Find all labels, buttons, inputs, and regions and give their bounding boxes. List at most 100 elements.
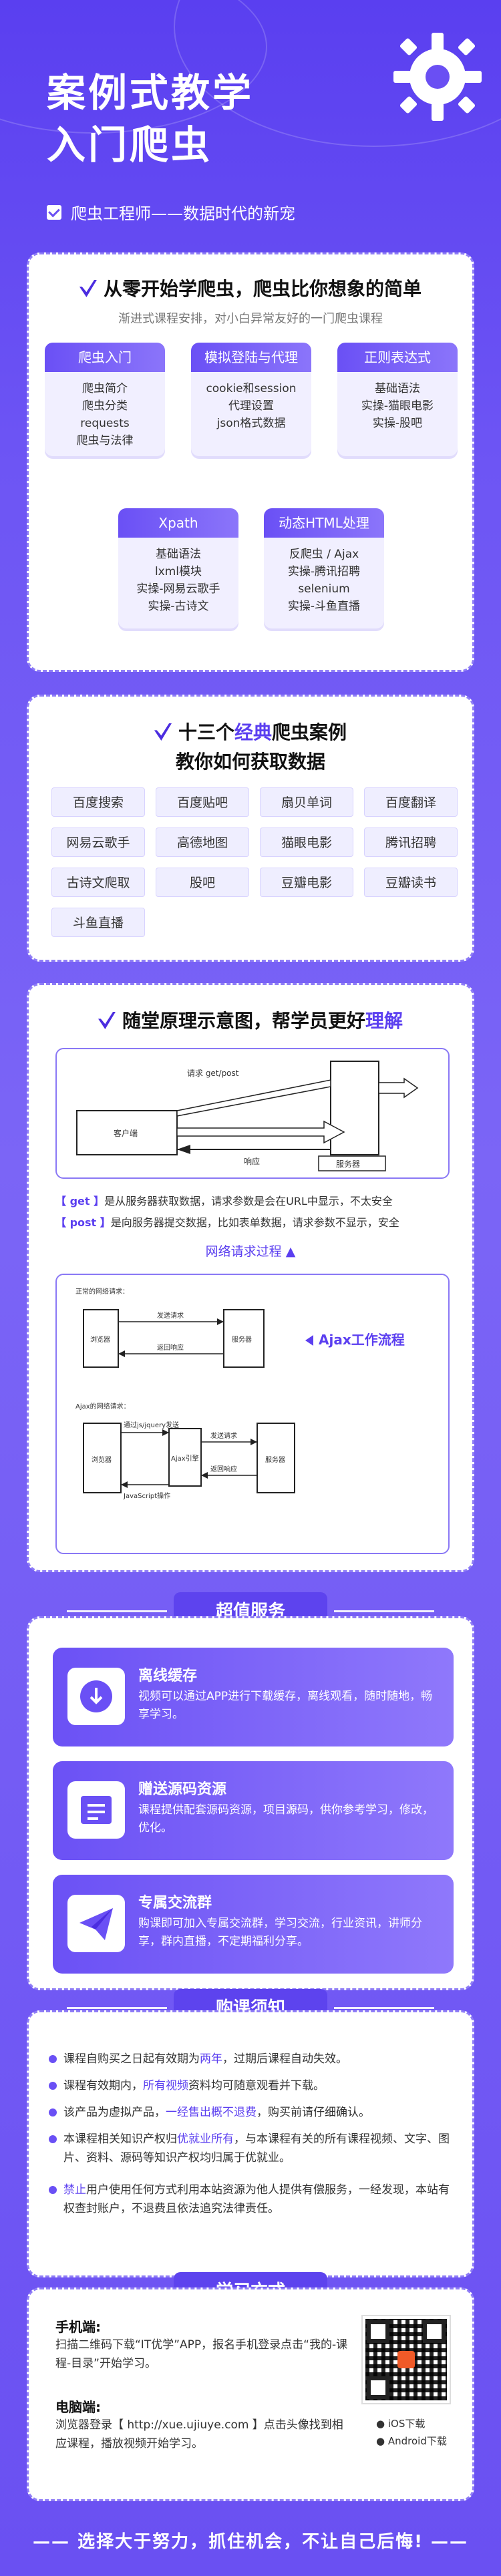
case-item: 扇贝单词 bbox=[260, 787, 353, 817]
topic-item: 基础语法 bbox=[375, 382, 420, 395]
principle-title: 随堂原理示意图，帮学员更好理解 bbox=[29, 1006, 472, 1033]
network-request-title: 网络请求过程 ▲ bbox=[29, 1242, 472, 1260]
pc-label: 电脑端: bbox=[55, 2399, 101, 2415]
hero-title-line1: 案例式教学 bbox=[47, 70, 255, 116]
case-item: 豆瓣读书 bbox=[364, 868, 458, 897]
notice-text: 课程自购买之日起有效期为 bbox=[63, 2052, 200, 2066]
topic-body: 基础语法 lxml模块 实操-网易云歌手 实操-古诗文 bbox=[118, 538, 238, 623]
request-diagram-svg: 请求 get/post 客户端 响应 服务器 bbox=[76, 1061, 419, 1171]
checkbox-icon bbox=[47, 204, 61, 220]
service-name: 专属交流群 bbox=[138, 1895, 212, 1911]
topic-card: 爬虫入门 爬虫简介 爬虫分类 requests 爬虫与法律 bbox=[45, 343, 165, 456]
service-item: 赠送源码资源 课程提供配套源码资源，项目源码，供你参考学习，修改，优化。 bbox=[53, 1761, 454, 1860]
topic-card: 模拟登陆与代理 cookie和session 代理设置 json格式数据 bbox=[191, 343, 311, 456]
service-item: 专属交流群 购课即可加入专属交流群，学习交流，行业资讯，讲师分享，群内直播，不定… bbox=[53, 1875, 454, 1974]
topic-item: cookie和session bbox=[206, 382, 297, 395]
topic-body: 爬虫简介 爬虫分类 requests 爬虫与法律 bbox=[45, 372, 165, 456]
folder-icon bbox=[67, 1781, 125, 1839]
server-label: 服务器 bbox=[265, 1455, 285, 1464]
case-item: 百度翻译 bbox=[364, 787, 458, 817]
app-logo-icon bbox=[397, 2351, 415, 2368]
principle-title-prefix: 随堂原理示意图，帮学员更好 bbox=[122, 1010, 365, 1032]
topic-body: 基础语法 实操-猫眼电影 实操-股吧 bbox=[337, 372, 458, 440]
case-item: 豆瓣电影 bbox=[260, 868, 353, 897]
case-item: 古诗文爬取 bbox=[51, 868, 145, 897]
topic-item: 爬虫分类 bbox=[82, 399, 128, 413]
post-text: 是向服务器提交数据，比如表单数据，请求参数不显示，安全 bbox=[110, 1216, 399, 1229]
notice-text: 课程有效期内， bbox=[63, 2079, 143, 2092]
notice-item: 该产品为虚拟产品，一经售出概不退费，购买前请仔细确认。 bbox=[49, 2103, 456, 2122]
android-icon: ● bbox=[376, 2435, 385, 2447]
topic-item: 基础语法 bbox=[156, 548, 201, 561]
hero-title: 案例式教学 入门爬虫 bbox=[47, 67, 254, 171]
services-card: 离线缓存 视频可以通过APP进行下载缓存，离线观看，随时随地，畅享学习。 赠送源… bbox=[27, 1616, 474, 1990]
topic-item: selenium bbox=[298, 582, 350, 596]
qr-corner bbox=[423, 2320, 446, 2343]
principle-title-accent: 理解 bbox=[365, 1010, 403, 1032]
qr-corner bbox=[367, 2320, 389, 2343]
cases-title: 十三个经典爬虫案例 bbox=[29, 718, 472, 745]
mobile-label: 手机端: bbox=[55, 2319, 101, 2335]
ios-download-label: iOS下载 bbox=[387, 2418, 426, 2430]
browser-label: 浏览器 bbox=[90, 1335, 110, 1344]
case-item: 腾讯招聘 bbox=[364, 827, 458, 857]
mobile-method: 手机端: 扫描二维码下载“IT优学”APP，报名手机登录点击“我的-课程-目录”… bbox=[55, 2316, 349, 2373]
topic-item: 实操-网易云歌手 bbox=[136, 582, 220, 596]
mobile-text: 扫描二维码下载“IT优学”APP，报名手机登录点击“我的-课程-目录”开始学习。 bbox=[55, 2338, 348, 2370]
request-label: 请求 get/post bbox=[187, 1069, 239, 1078]
topic-item: 实操-猫眼电影 bbox=[361, 399, 434, 413]
service-text: 视频可以通过APP进行下载缓存，离线观看，随时随地，畅享学习。 bbox=[138, 1690, 433, 1721]
notice-highlight: 优就业所有 bbox=[177, 2133, 234, 2146]
server-label: 服务器 bbox=[232, 1335, 252, 1344]
pc-text: 浏览器登录【 http://xue.ujiuye.com 】点击头像找到相应课程… bbox=[55, 2418, 343, 2450]
check-icon bbox=[154, 723, 172, 741]
learn-card: 手机端: 扫描二维码下载“IT优学”APP，报名手机登录点击“我的-课程-目录”… bbox=[27, 2287, 474, 2501]
get-text: 是从服务器获取数据，请求参数是会在URL中显示，不太安全 bbox=[104, 1195, 393, 1208]
js-op-label: JavaScript操作 bbox=[123, 1491, 170, 1500]
service-text: 课程提供配套源码资源，项目源码，供你参考学习，修改，优化。 bbox=[138, 1803, 434, 1835]
topic-title: 正则表达式 bbox=[337, 343, 458, 372]
js-send-label: 通过js/jquery发送 bbox=[124, 1421, 179, 1429]
intro-title-text: 从零开始学爬虫，爬虫比你想象的简单 bbox=[103, 278, 422, 300]
notice-highlight: 禁止 bbox=[63, 2183, 86, 2197]
send-request-label: 发送请求 bbox=[157, 1311, 184, 1320]
service-item: 离线缓存 视频可以通过APP进行下载缓存，离线观看，随时随地，畅享学习。 bbox=[53, 1648, 454, 1746]
ajax-diagram: 正常的网络请求： 浏览器 服务器 发送请求 返回响应 Ajax的网络请求： 浏览… bbox=[55, 1274, 450, 1554]
cases-card: 十三个经典爬虫案例 教你如何获取数据 百度搜索 百度贴吧 扇贝单词 百度翻译 网… bbox=[27, 695, 474, 962]
principle-card: 随堂原理示意图，帮学员更好理解 请求 get/post 客户端 响应 服务器 【… bbox=[27, 983, 474, 1572]
notice-text: 本课程相关知识产权归 bbox=[63, 2133, 177, 2146]
android-download[interactable]: ● Android下载 bbox=[376, 2434, 447, 2448]
notice-text: ，过期后课程自动失效。 bbox=[222, 2052, 347, 2066]
topic-body: cookie和session 代理设置 json格式数据 bbox=[191, 372, 311, 440]
topic-item: 实操-股吧 bbox=[372, 417, 423, 430]
ajax-engine-label: Ajax引擎 bbox=[171, 1454, 199, 1463]
service-name: 离线缓存 bbox=[138, 1668, 198, 1684]
get-desc: 【 get 】是从服务器获取数据，请求参数是会在URL中显示，不太安全 bbox=[55, 1192, 456, 1208]
topic-item: 反爬虫 / Ajax bbox=[289, 548, 359, 561]
notice-text: 资料均可随意观看并下载。 bbox=[188, 2079, 325, 2092]
qr-code[interactable] bbox=[361, 2315, 451, 2404]
send-request-label-2: 发送请求 bbox=[210, 1431, 237, 1440]
topic-card: 正则表达式 基础语法 实操-猫眼电影 实操-股吧 bbox=[337, 343, 458, 456]
case-item: 猫眼电影 bbox=[260, 827, 353, 857]
topic-item: 爬虫与法律 bbox=[76, 434, 134, 447]
server-label: 服务器 bbox=[336, 1159, 360, 1169]
ajax-request-label: Ajax的网络请求： bbox=[75, 1402, 130, 1411]
ios-download[interactable]: ● iOS下载 bbox=[376, 2416, 425, 2430]
topic-title: Xpath bbox=[118, 508, 238, 538]
gear-icon bbox=[393, 33, 482, 121]
topic-item: 爬虫简介 bbox=[82, 382, 128, 395]
topic-title: 模拟登陆与代理 bbox=[191, 343, 311, 372]
return-response-label-2: 返回响应 bbox=[210, 1465, 237, 1473]
notice-item: 课程有效期内，所有视频资料均可随意观看并下载。 bbox=[49, 2076, 456, 2095]
case-item: 网易云歌手 bbox=[51, 827, 145, 857]
notice-item: 本课程相关知识产权归优就业所有，与本课程有关的所有课程视频、文字、图片、资料、源… bbox=[49, 2130, 456, 2167]
topic-item: json格式数据 bbox=[216, 417, 286, 430]
topic-item: 实操-斗鱼直播 bbox=[287, 600, 361, 613]
send-icon bbox=[67, 1895, 125, 1952]
notice-text: 用户使用任何方式利用本站资源为他人提供有偿服务，一经发现，本站有权查封账户，不退… bbox=[63, 2183, 450, 2215]
hero-subtitle-text: 爬虫工程师——数据时代的新宠 bbox=[71, 204, 295, 223]
notice-text: ，与本课程有关的所有课程视频、文字、图片、资料、源码等知识产权均归属于优就业。 bbox=[63, 2133, 450, 2165]
caret-up-icon: ▲ bbox=[285, 1244, 296, 1259]
